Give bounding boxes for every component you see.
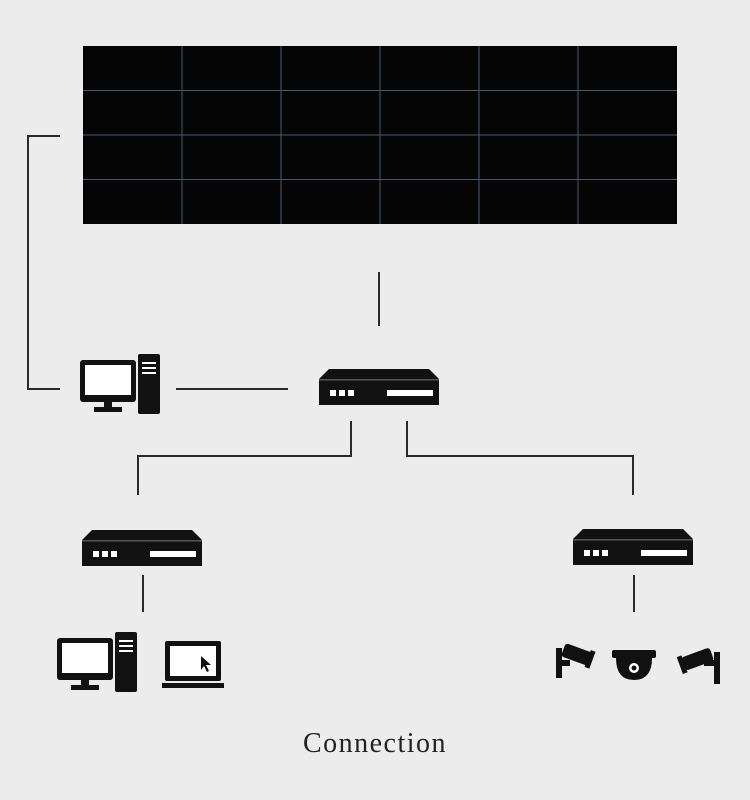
video-wall-controller-icon — [319, 369, 439, 405]
wall-to-pc-line — [27, 135, 60, 390]
desktop-computer-icon — [80, 354, 160, 414]
controller-to-right-switch-line — [406, 421, 634, 495]
network-switch-right-icon — [573, 529, 693, 565]
network-switch-left-icon — [82, 530, 202, 566]
bullet-camera-left-icon — [556, 643, 596, 678]
bullet-camera-right-icon — [676, 648, 720, 684]
laptop-icon — [162, 641, 224, 688]
caption-title: Connection — [302, 728, 448, 759]
desktop-computer-bottom-icon — [57, 632, 137, 692]
video-wall — [83, 46, 677, 224]
connection-lines — [27, 135, 635, 612]
controller-to-left-switch-line — [137, 421, 352, 495]
dome-camera-icon — [612, 650, 656, 680]
